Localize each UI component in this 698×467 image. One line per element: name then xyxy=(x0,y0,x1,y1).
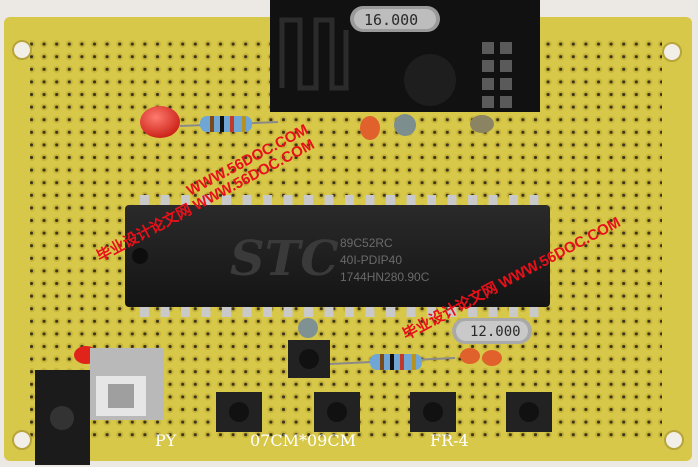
chip-pin xyxy=(509,305,518,317)
push-button xyxy=(506,392,552,432)
chip-pin xyxy=(406,195,416,207)
chip-pin xyxy=(324,305,334,317)
push-button xyxy=(216,392,262,432)
chip-pin xyxy=(304,305,313,317)
silk-label-left: PY xyxy=(155,431,177,450)
chip-pin xyxy=(201,195,211,207)
chip-pin xyxy=(242,195,252,207)
power-jack xyxy=(35,370,90,465)
mount-hole xyxy=(12,40,32,60)
chip-pin xyxy=(160,195,170,207)
chip-brand: STC xyxy=(230,231,339,287)
mcu-chip xyxy=(125,195,550,317)
capacitor xyxy=(298,318,318,338)
chip-pin xyxy=(386,195,395,207)
chip-pin xyxy=(427,195,436,207)
chip-pin xyxy=(283,195,293,207)
chip-line-3: 1744HN280.90C xyxy=(340,270,430,284)
crystal-bottom-label: 12.000 xyxy=(470,324,521,340)
chip-pin xyxy=(324,195,334,207)
crystal-bottom xyxy=(452,318,532,344)
chip-pin xyxy=(529,195,539,207)
capacitor xyxy=(482,350,502,366)
chip-pin xyxy=(263,195,272,207)
chip-pin xyxy=(488,305,498,317)
chip-pin xyxy=(222,305,231,317)
chip-pin xyxy=(181,305,190,317)
chip-pin xyxy=(468,195,477,207)
chip-pin xyxy=(263,305,272,317)
chip-pin xyxy=(140,195,149,207)
rf-chip xyxy=(404,54,456,106)
chip-pin xyxy=(365,195,375,207)
capacitor xyxy=(394,114,416,136)
chip-pin xyxy=(447,305,457,317)
crystal-top-label: 16.000 xyxy=(364,11,418,29)
chip-pin xyxy=(468,305,477,317)
silk-label-center: 07CM*09CM xyxy=(250,431,356,450)
mount-hole xyxy=(12,430,32,450)
mount-hole xyxy=(662,42,682,62)
resistor xyxy=(329,354,456,370)
chip-pin xyxy=(140,305,149,317)
chip-pin xyxy=(386,305,395,317)
chip-pin xyxy=(160,305,170,317)
chip-pin xyxy=(365,305,375,317)
capacitor xyxy=(360,116,380,140)
capacitor xyxy=(460,348,480,364)
chip-pin xyxy=(488,195,498,207)
chip-pin xyxy=(406,305,416,317)
chip-pin xyxy=(181,195,190,207)
chip-line-2: 40I-PDIP40 xyxy=(340,253,402,267)
chip-pin xyxy=(283,305,293,317)
chip-pin xyxy=(427,305,436,317)
rf-module xyxy=(270,0,540,112)
capacitor xyxy=(470,115,494,133)
chip-line-1: 89C52RC xyxy=(340,236,393,250)
chip-pin xyxy=(529,305,539,317)
chip-pin xyxy=(447,195,457,207)
resistor xyxy=(179,116,279,132)
chip-pin xyxy=(222,195,231,207)
chip-pin xyxy=(304,195,313,207)
chip-pin xyxy=(345,305,354,317)
chip-pin xyxy=(201,305,211,317)
push-button xyxy=(314,392,360,432)
mount-hole xyxy=(664,430,684,450)
push-button xyxy=(410,392,456,432)
led-red xyxy=(140,106,180,138)
chip-pin xyxy=(345,195,354,207)
power-switch xyxy=(90,348,164,420)
chip-pin xyxy=(509,195,518,207)
silk-label-right: FR-4 xyxy=(430,431,469,450)
chip-pin xyxy=(242,305,252,317)
